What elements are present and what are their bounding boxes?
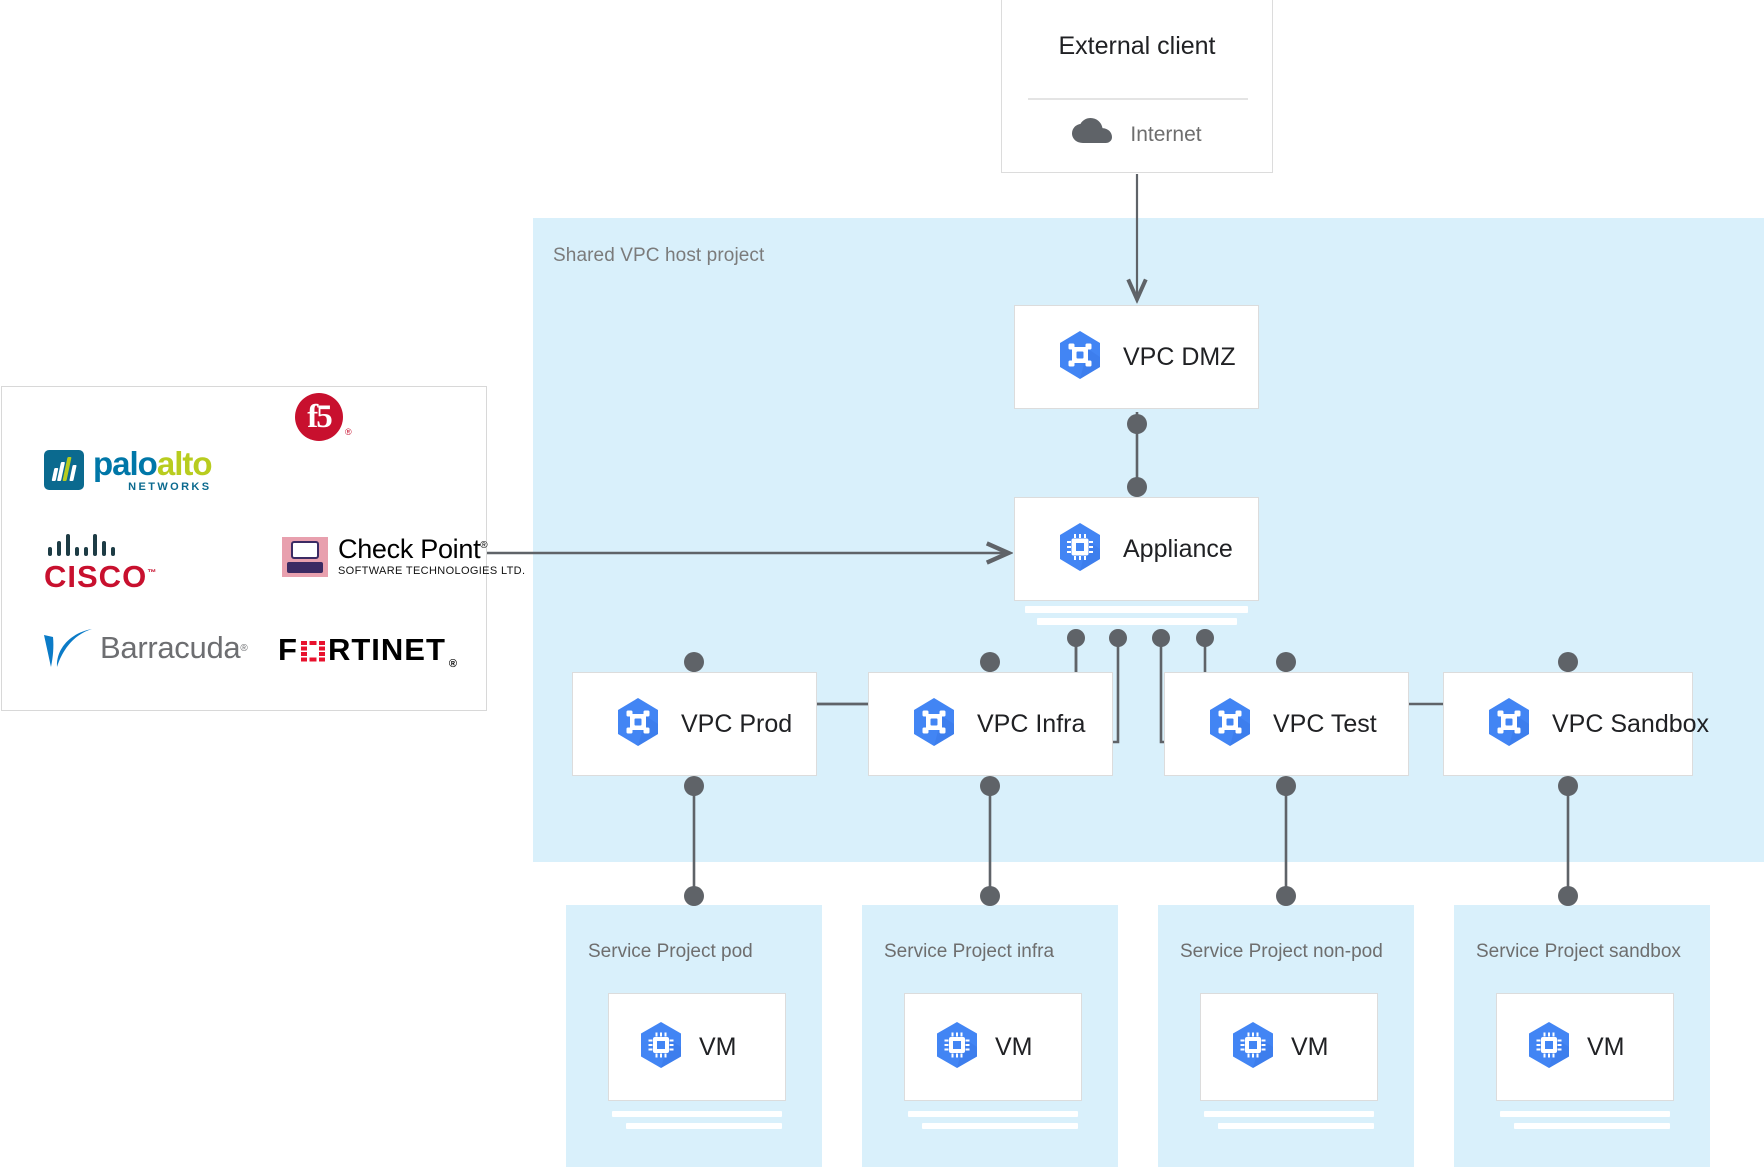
paloalto-logo: paloalto NETWORKS (44, 445, 213, 493)
service-project-title: Service Project non-pod (1180, 941, 1383, 962)
cpu-chip-icon (1523, 1019, 1575, 1076)
stacked-cards-decoration (612, 1105, 782, 1129)
service-project-panel-non-pod[interactable]: Service Project non-pod VM (1158, 905, 1414, 1167)
fortinet-word-b: RTINET (327, 632, 446, 667)
vpc-infra-box[interactable]: VPC Infra (868, 672, 1113, 776)
cloud-icon (1072, 118, 1114, 151)
vendor-appliance-panel (1, 386, 487, 711)
vpc-sandbox-box[interactable]: VPC Sandbox (1443, 672, 1709, 776)
stacked-cards-decoration (1025, 601, 1248, 625)
paloalto-word1: palo (93, 445, 158, 482)
vpc-sandbox-label: VPC Sandbox (1552, 709, 1710, 738)
fortinet-o-icon (300, 636, 326, 662)
stacked-cards-decoration (1500, 1105, 1670, 1129)
cisco-trademark: ™ (147, 567, 158, 578)
stacked-cards-decoration (908, 1105, 1078, 1129)
paloalto-mark-icon (44, 450, 84, 490)
shared-vpc-host-project-label: Shared VPC host project (553, 245, 765, 266)
vpc-network-icon (1203, 695, 1257, 754)
checkpoint-mark-icon (282, 536, 328, 577)
barracuda-registered-mark: ® (240, 642, 248, 654)
vm-box[interactable]: VM (904, 993, 1082, 1101)
f5-mark-icon: f5 (295, 393, 343, 441)
vpc-network-icon (1053, 328, 1107, 387)
service-project-panel-pod[interactable]: Service Project pod VM (566, 905, 822, 1167)
external-client-card[interactable]: External client Internet (1001, 0, 1273, 173)
paloalto-subtitle: NETWORKS (128, 481, 212, 493)
barracuda-wordmark: Barracuda (100, 630, 241, 665)
service-project-panel-infra[interactable]: Service Project infra VM (862, 905, 1118, 1167)
cpu-chip-icon (1053, 520, 1107, 579)
service-project-title: Service Project infra (884, 941, 1055, 962)
internet-row: Internet (1002, 118, 1272, 151)
f5-logo: f5 ® (295, 393, 352, 441)
cisco-wordmark: CISCO (44, 559, 148, 594)
vpc-dmz-box[interactable]: VPC DMZ (1014, 305, 1259, 409)
vpc-test-box[interactable]: VPC Test (1164, 672, 1409, 776)
cpu-chip-icon (635, 1019, 687, 1076)
barracuda-fin-icon (42, 627, 94, 669)
appliance-label: Appliance (1123, 534, 1233, 563)
vpc-dmz-label: VPC DMZ (1123, 342, 1236, 371)
paloalto-word2: alto (156, 445, 213, 482)
internet-label: Internet (1130, 122, 1202, 146)
vm-label: VM (1291, 1032, 1329, 1061)
cpu-chip-icon (1227, 1019, 1279, 1076)
checkpoint-subtitle: SOFTWARE TECHNOLOGIES LTD. (338, 565, 526, 577)
vm-box[interactable]: VM (1200, 993, 1378, 1101)
f5-registered-mark: ® (345, 427, 352, 437)
stacked-cards-decoration (1204, 1105, 1374, 1129)
vpc-network-icon (1482, 695, 1536, 754)
service-project-title: Service Project pod (588, 941, 753, 962)
vm-box[interactable]: VM (1496, 993, 1674, 1101)
fortinet-word-a: F (278, 632, 298, 667)
f5-wordmark: f5 (307, 398, 332, 435)
service-project-panel-sandbox[interactable]: Service Project sandbox VM (1454, 905, 1710, 1167)
checkpoint-registered-mark: ® (480, 540, 488, 551)
external-client-title: External client (1058, 32, 1216, 60)
barracuda-logo: Barracuda® (42, 627, 248, 669)
appliance-box[interactable]: Appliance (1014, 497, 1259, 601)
vpc-test-label: VPC Test (1273, 709, 1377, 738)
cpu-chip-icon (931, 1019, 983, 1076)
vm-label: VM (1587, 1032, 1625, 1061)
vpc-prod-label: VPC Prod (681, 709, 793, 738)
divider (1028, 98, 1248, 100)
vpc-network-icon (611, 695, 665, 754)
vm-box[interactable]: VM (608, 993, 786, 1101)
vm-label: VM (995, 1032, 1033, 1061)
vpc-network-icon (907, 695, 961, 754)
cisco-bars-icon (48, 534, 115, 556)
checkpoint-wordmark: Check Point (338, 534, 481, 564)
cisco-logo: CISCO™ (44, 534, 157, 592)
service-project-title: Service Project sandbox (1476, 941, 1681, 962)
fortinet-registered-mark: ® (448, 658, 458, 671)
vpc-infra-label: VPC Infra (977, 709, 1086, 738)
vpc-prod-box[interactable]: VPC Prod (572, 672, 817, 776)
vm-label: VM (699, 1032, 737, 1061)
checkpoint-logo: Check Point® SOFTWARE TECHNOLOGIES LTD. (282, 536, 525, 577)
fortinet-logo: F RTINET® (278, 634, 458, 670)
